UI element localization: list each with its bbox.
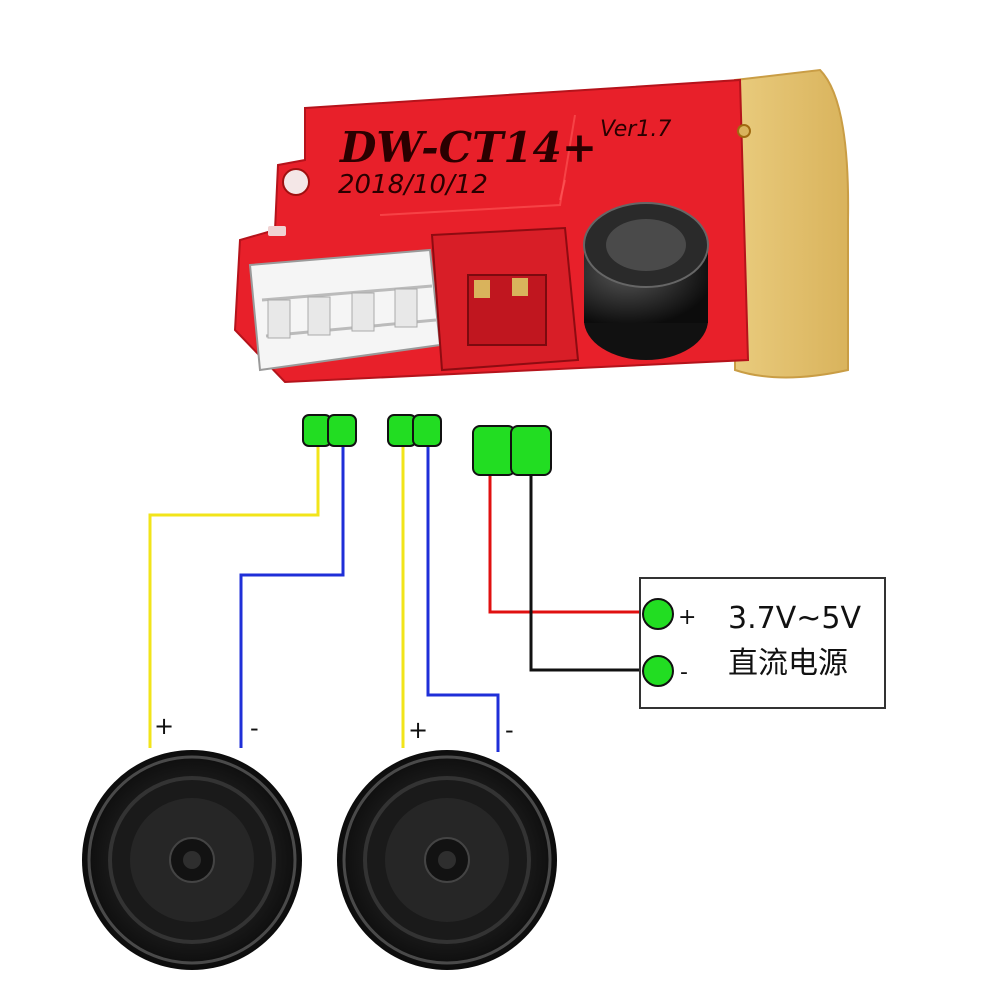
power-terminal-minus (642, 655, 674, 687)
power-supply-box: + - 3.7V~5V 直流电源 (639, 577, 886, 709)
via-hole (737, 124, 751, 138)
antenna-area (734, 68, 850, 379)
board-version-label: Ver1.7 (600, 117, 671, 142)
power-plus-symbol: + (678, 605, 696, 630)
speaker-2-plus-label: + (408, 716, 428, 744)
speaker-1-pad-plus (302, 414, 332, 447)
power-minus-symbol: - (680, 660, 688, 685)
speaker-2-pad-plus (387, 414, 417, 447)
mounting-hole (282, 168, 310, 196)
speaker-2-minus-label: - (505, 716, 514, 744)
power-pad-plus (472, 425, 516, 476)
green-pads (302, 414, 552, 476)
wire-red-power (488, 473, 655, 614)
power-terminal-plus (642, 598, 674, 630)
wire-black-power (529, 473, 655, 672)
power-pad-minus (510, 425, 552, 476)
speaker-1-pad-minus (327, 414, 357, 447)
board-model-label: DW-CT14+ (339, 123, 597, 172)
power-voltage-label: 3.7V~5V (728, 601, 861, 636)
power-type-label: 直流电源 (728, 646, 848, 681)
speaker-1-plus-label: + (154, 712, 174, 740)
speaker-2 (337, 750, 557, 970)
capacitor (583, 202, 709, 360)
speaker-1-minus-label: - (250, 714, 259, 742)
power-connector-red (430, 226, 580, 372)
speaker-2-pad-minus (412, 414, 442, 447)
speaker-connector-white (248, 248, 442, 372)
wire-blue-speaker-1 (239, 445, 345, 748)
wire-blue-speaker-2 (426, 445, 500, 752)
bluetooth-board: DW-CT14+ Ver1.7 2018/10/12 (233, 68, 850, 384)
wire-yellow-speaker-1 (148, 445, 320, 748)
wires (148, 445, 655, 752)
speaker-1 (82, 750, 302, 970)
board-date-label: 2018/10/12 (338, 170, 488, 200)
